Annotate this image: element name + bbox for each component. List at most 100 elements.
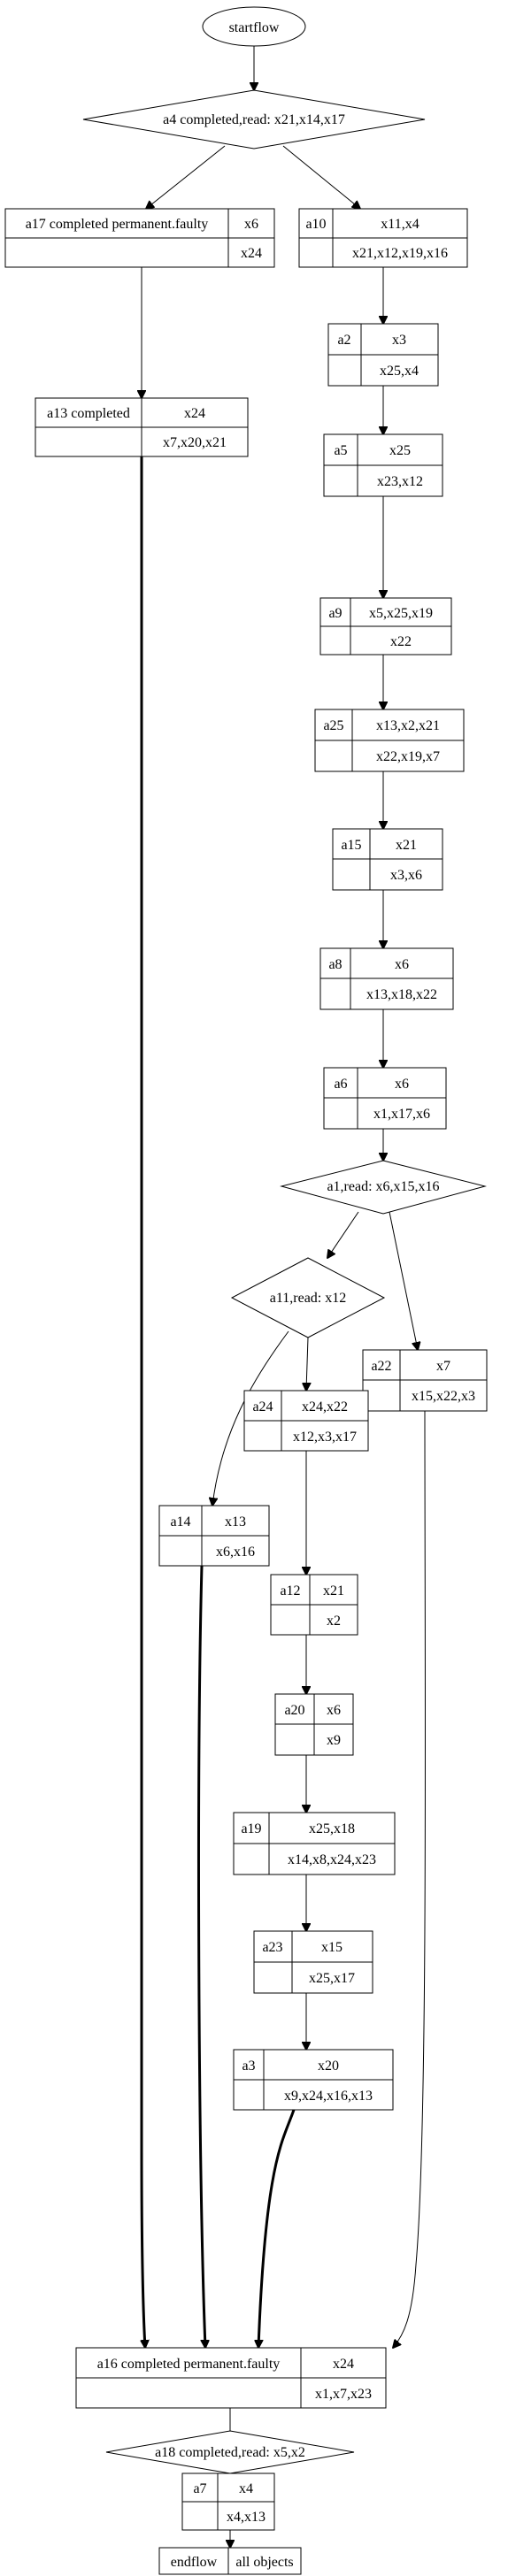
node-a12-label: a12 (280, 1583, 300, 1598)
node-a7-top: x4 (239, 2481, 253, 2496)
node-a25-top: x13,x2,x21 (376, 718, 440, 733)
node-a8-top: x6 (395, 957, 409, 972)
node-a7-label: a7 (193, 2481, 206, 2496)
node-a20-bottom: x9 (327, 1733, 341, 1748)
node-a2-label: a2 (337, 333, 350, 348)
edge-a22-a16 (393, 1410, 427, 2348)
node-a6-bottom: x1,x17,x6 (373, 1107, 430, 1122)
node-a16-bottom: x1,x7,x23 (315, 2387, 372, 2402)
node-a25-label: a25 (323, 718, 343, 733)
edge-a14-a16 (197, 1565, 205, 2348)
edge-a1-a11 (327, 1211, 359, 1258)
node-a5: a5 x25 x23,x12 (323, 433, 443, 497)
node-a5-bottom: x23,x12 (377, 474, 423, 489)
node-a14-bottom: x6,x16 (216, 1545, 255, 1560)
edge-a1-a22 (389, 1211, 418, 1350)
node-a7-bottom: x4,x13 (227, 2510, 266, 2525)
node-a16: a16 completed permanent.faulty x24 x1,x7… (75, 2347, 387, 2409)
node-a13-label: a13 completed (47, 406, 130, 421)
node-a10-top: x11,x4 (381, 217, 419, 232)
node-a10-bottom: x21,x12,x19,x16 (352, 246, 448, 261)
node-a9: a9 x5,x25,x19 x22 (319, 597, 452, 656)
node-a17-bottom: x24 (241, 246, 262, 261)
node-a19: a19 x25,x18 x14,x8,x24,x23 (233, 1812, 396, 1875)
node-a16-label: a16 completed permanent.faulty (97, 2357, 281, 2372)
node-a24-bottom: x12,x3,x17 (293, 1430, 357, 1445)
node-a13-top: x24 (184, 406, 205, 421)
node-a3-label: a3 (242, 2058, 255, 2074)
edge-a3-a16 (258, 2109, 296, 2348)
decision-a18-label: a18 completed,read: x5,x2 (155, 2445, 305, 2460)
node-a20-top: x6 (327, 1703, 341, 1718)
decision-a4: a4 completed,read: x21,x14,x17 (82, 89, 426, 150)
node-a15-top: x21 (396, 838, 417, 853)
node-a22-bottom: x15,x22,x3 (412, 1389, 475, 1404)
node-a17: a17 completed permanent.faulty x6 x24 (4, 208, 275, 268)
decision-a11: a11,read: x12 (230, 1257, 386, 1338)
end-label: endflow (171, 2555, 218, 2570)
node-a2-bottom: x25,x4 (380, 364, 419, 379)
decision-a11-label: a11,read: x12 (270, 1291, 346, 1306)
node-a2: a2 x3 x25,x4 (327, 323, 439, 387)
node-a23: a23 x15 x25,x17 (253, 1930, 373, 1994)
node-a10-label: a10 (305, 217, 326, 232)
node-a25-bottom: x22,x19,x7 (376, 749, 440, 764)
node-a19-bottom: x14,x8,x24,x23 (288, 1852, 376, 1867)
node-a22-top: x7 (436, 1359, 450, 1374)
node-a3: a3 x20 x9,x24,x16,x13 (233, 2049, 394, 2111)
node-a12-top: x21 (323, 1583, 344, 1598)
node-a22-label: a22 (371, 1359, 391, 1374)
edge-a4-a10 (282, 145, 360, 209)
node-a16-top: x24 (333, 2357, 354, 2372)
node-a15-label: a15 (341, 838, 361, 853)
node-a6-top: x6 (395, 1077, 409, 1092)
node-a19-label: a19 (241, 1821, 261, 1836)
node-a15-bottom: x3,x6 (390, 868, 422, 883)
node-a7: a7 x4 x4,x13 (181, 2472, 275, 2531)
node-a20: a20 x6 x9 (274, 1693, 354, 1756)
node-a13-bottom: x7,x20,x21 (163, 435, 227, 450)
node-a8: a8 x6 x13,x18,x22 (319, 947, 454, 1010)
node-a8-label: a8 (328, 957, 342, 972)
node-a5-top: x25 (389, 443, 411, 458)
node-a3-bottom: x9,x24,x16,x13 (284, 2089, 373, 2104)
node-a14: a14 x13 x6,x16 (158, 1505, 270, 1567)
edges (142, 44, 427, 2548)
node-a10: a10 x11,x4 x21,x12,x19,x16 (298, 208, 468, 268)
node-a25: a25 x13,x2,x21 x22,x19,x7 (314, 709, 465, 772)
node-a19-top: x25,x18 (309, 1821, 355, 1836)
node-a9-bottom: x22 (390, 634, 412, 649)
node-a12: a12 x21 x2 (270, 1574, 358, 1636)
decision-a1-label: a1,read: x6,x15,x16 (327, 1179, 439, 1194)
node-a17-top: x6 (244, 217, 258, 232)
node-a24: a24 x24,x22 x12,x3,x17 (243, 1390, 369, 1452)
end-value: all objects (235, 2555, 293, 2570)
start-label: startflow (229, 20, 280, 35)
node-a3-top: x20 (318, 2058, 339, 2074)
node-a14-top: x13 (225, 1514, 246, 1530)
node-a2-top: x3 (392, 333, 406, 348)
node-a12-bottom: x2 (327, 1614, 341, 1629)
edge-a11-a24 (306, 1337, 308, 1391)
node-a24-label: a24 (252, 1399, 273, 1414)
decision-a1: a1,read: x6,x15,x16 (280, 1160, 487, 1215)
node-a20-label: a20 (284, 1703, 304, 1718)
node-a9-top: x5,x25,x19 (369, 606, 433, 621)
edge-a11-a14 (212, 1330, 289, 1506)
start-node: startflow (202, 6, 306, 47)
node-a17-label: a17 completed permanent.faulty (26, 217, 209, 232)
node-a6-label: a6 (334, 1077, 347, 1092)
decision-a4-label: a4 completed,read: x21,x14,x17 (163, 112, 345, 127)
node-a22: a22 x7 x15,x22,x3 (362, 1349, 488, 1412)
node-a23-top: x15 (321, 1940, 343, 1955)
node-a9-label: a9 (328, 606, 342, 621)
node-a14-label: a14 (170, 1514, 190, 1530)
node-a23-bottom: x25,x17 (309, 1971, 355, 1986)
edge-a4-a17 (146, 145, 226, 209)
edge-a13-a16 (142, 429, 145, 2348)
node-a23-label: a23 (262, 1940, 282, 1955)
node-a8-bottom: x13,x18,x22 (366, 987, 437, 1002)
node-a5-label: a5 (334, 443, 347, 458)
node-a13: a13 completed x24 x7,x20,x21 (35, 397, 249, 457)
